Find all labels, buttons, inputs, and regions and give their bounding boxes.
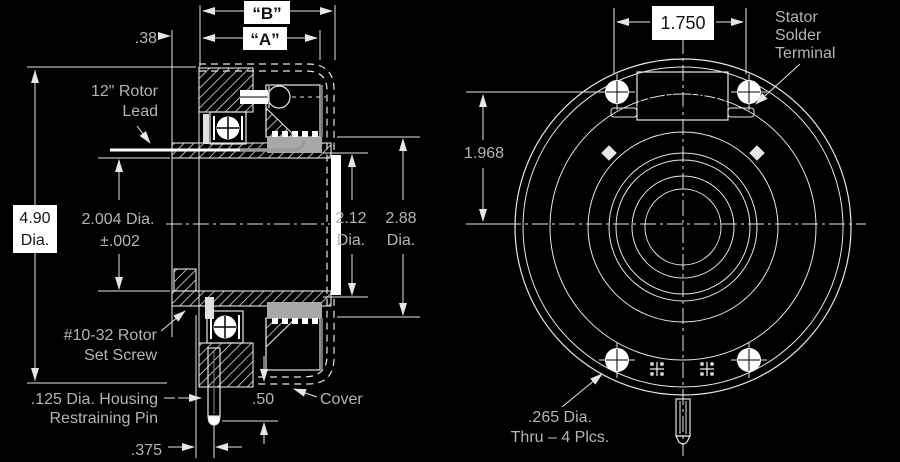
dim-a-label: “A”	[250, 30, 279, 49]
coil-terminal-pins	[272, 131, 318, 324]
cover-outline	[199, 63, 335, 385]
dim-1968-label: 1.968	[464, 145, 504, 162]
bearing-icon	[206, 310, 244, 344]
dim-label-box	[243, 27, 287, 50]
mounting-hole	[731, 74, 767, 110]
dim-friction-face-diameter: 2.12 Dia.	[323, 152, 368, 298]
dim-288-value: 2.88	[385, 210, 416, 227]
svg-text:Lead: Lead	[122, 103, 158, 120]
svg-text:Solder: Solder	[775, 27, 822, 44]
rivet-mark	[650, 362, 664, 376]
dim-hub-width-a: “A”	[202, 27, 321, 60]
dim-bore-diameter: 2.004 Dia. ±.002	[82, 157, 170, 292]
mounting-hole	[731, 342, 767, 378]
armature-face	[331, 155, 341, 295]
dim-label-box	[244, 1, 290, 24]
terminal-screw-icon	[697, 78, 721, 102]
dim-label-box	[13, 205, 57, 253]
dim-outer-diameter: 4.90 Dia.	[13, 66, 196, 384]
svg-text:12" Rotor: 12" Rotor	[91, 83, 159, 100]
dim-490-unit: Dia.	[21, 232, 49, 249]
svg-text:Restraining Pin: Restraining Pin	[50, 410, 159, 427]
svg-text:Terminal: Terminal	[775, 45, 835, 62]
armature-section	[265, 84, 323, 371]
set-screw-boss-hatch	[173, 268, 197, 292]
mounting-hole	[599, 342, 635, 378]
svg-text:Cover: Cover	[320, 391, 363, 408]
svg-text:.265 Dia.: .265 Dia.	[528, 409, 592, 426]
dim-50-label: .50	[252, 391, 274, 408]
terminal-block	[610, 71, 755, 121]
label-thru-holes: .265 Dia. Thru – 4 Plcs.	[511, 373, 610, 446]
bearing-icon	[209, 111, 247, 145]
label-set-screw: #10-32 Rotor Set Screw	[64, 310, 186, 364]
dim-212-value: 2.12	[335, 210, 366, 227]
rivet-mark	[700, 362, 714, 376]
solder-tab	[727, 107, 755, 118]
retaining-screw	[203, 114, 209, 144]
dim-hole-height: 1.968	[464, 91, 600, 225]
dim-490-value: 4.90	[19, 210, 50, 227]
svg-text:Set Screw: Set Screw	[84, 347, 157, 364]
dim-rotor-offset: .38	[135, 30, 171, 47]
dim-overall-width-b: “B”	[199, 1, 336, 66]
svg-text:Stator: Stator	[775, 9, 818, 26]
dim-2004-value: 2.004 Dia.	[82, 211, 155, 228]
dim-375-label: .375	[131, 442, 162, 459]
dim-1750-label: 1.750	[660, 13, 705, 33]
svg-text:#10-32 Rotor: #10-32 Rotor	[64, 327, 158, 344]
restraining-pin-front	[675, 398, 691, 445]
dim-212-unit: Dia.	[337, 232, 365, 249]
rotor-set-screw	[205, 297, 214, 319]
dim-terminal-spacing: 1.750	[613, 6, 747, 74]
solder-tab	[610, 107, 638, 118]
label-stator-terminal: Stator Solder Terminal	[755, 9, 835, 105]
dim-2004-tol: ±.002	[100, 233, 140, 250]
dim-pin-offset: .375	[131, 315, 242, 459]
mounting-hole	[599, 74, 635, 110]
svg-text:Thru – 4 Plcs.: Thru – 4 Plcs.	[511, 429, 610, 446]
label-cover: Cover	[293, 388, 363, 408]
dim-b-label: “B”	[252, 4, 281, 23]
front-view: 1.750 1.968 Stator Solder Terminal .265 …	[464, 6, 866, 456]
svg-text:.125 Dia. Housing: .125 Dia. Housing	[31, 391, 158, 408]
dim-label-box	[652, 6, 714, 40]
drive-slot	[749, 145, 765, 161]
dim-pin-protrusion: .50	[222, 356, 278, 444]
label-restraining-pin: .125 Dia. Housing Restraining Pin	[31, 391, 202, 427]
dim-288-unit: Dia.	[387, 232, 415, 249]
rotor-lead-wire	[110, 140, 306, 152]
label-rotor-lead: 12" Rotor Lead	[91, 83, 159, 144]
dim-armature-diameter: 2.88 Dia.	[337, 136, 420, 318]
dim-38-label: .38	[135, 30, 157, 47]
cross-section-view: “B” “A” .38 4.90 Dia. 2.0	[13, 1, 420, 459]
terminal-screw-icon	[644, 78, 668, 102]
drive-slot	[601, 145, 617, 161]
adjusting-screw	[240, 85, 326, 109]
